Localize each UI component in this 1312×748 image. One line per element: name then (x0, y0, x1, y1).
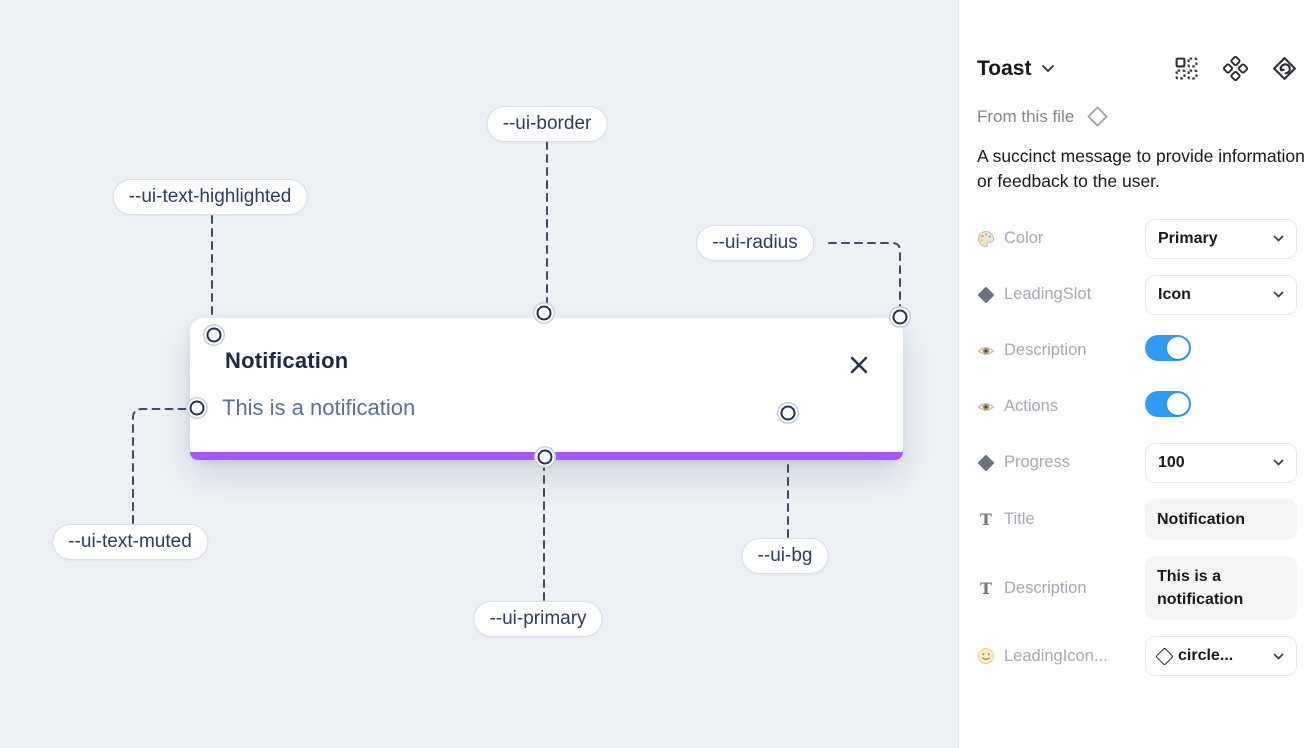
css-var-label-radius: --ui-radius (696, 225, 814, 261)
main-component-icon[interactable] (1272, 56, 1297, 81)
palette-icon (977, 230, 995, 248)
prop-label: LeadingIcon... (1004, 646, 1108, 665)
text-type-icon: T (980, 578, 992, 598)
actions-toggle[interactable] (1145, 391, 1191, 418)
icon-diamond-glyph (1155, 647, 1174, 666)
anchor-ring-border (536, 305, 552, 321)
chevron-down-icon (1273, 653, 1284, 660)
anchor-ring-text-muted (189, 400, 205, 416)
prop-label: Actions (1004, 397, 1059, 416)
toast-preview: Notification This is a notification (190, 318, 903, 460)
diamond-icon (977, 286, 995, 304)
component-description: A succinct message to provide informatio… (977, 146, 1305, 192)
text-type-icon: T (980, 509, 992, 529)
toast-title: Notification (225, 348, 349, 373)
css-var-label-text-highlighted: --ui-text-highlighted (112, 179, 308, 215)
color-select[interactable]: Primary (1145, 218, 1297, 259)
panel-header: Toast (977, 56, 1297, 81)
eye-icon (977, 342, 995, 360)
x-close-icon (850, 356, 868, 374)
source-label: From this file (977, 106, 1075, 126)
chevron-down-icon (1273, 291, 1284, 298)
prop-row-leadingicon: LeadingIcon... circle... (977, 636, 1297, 677)
prop-label: Description (1004, 341, 1087, 360)
leadingslot-select-value: Icon (1158, 285, 1191, 303)
anchor-ring-radius (892, 309, 908, 325)
css-var-label-text-muted: --ui-text-muted (52, 524, 208, 560)
smiley-icon (977, 647, 995, 665)
prop-label: Progress (1004, 453, 1071, 472)
design-canvas: --ui-text-highlighted --ui-border --ui-r… (52, 106, 908, 637)
chevron-down-icon (1273, 459, 1284, 466)
prop-label: Color (1004, 229, 1044, 248)
prop-row-description-toggle: Description (977, 331, 1297, 371)
properties-panel: Toast (958, 0, 1312, 748)
toast-description: This is a notification (222, 395, 416, 420)
property-list: Color Primary LeadingSlot Icon (977, 218, 1297, 677)
prop-label: Description (1004, 578, 1087, 597)
anchor-ring-bg (780, 405, 796, 421)
prop-row-description-text: T Description This is a notification (977, 555, 1297, 621)
prop-label: LeadingSlot (1004, 285, 1092, 304)
description-input[interactable]: This is a notification (1145, 555, 1297, 621)
anchor-ring-text-highlighted (206, 327, 222, 343)
eye-icon (977, 398, 995, 416)
prop-row-title: T Title Notification (977, 498, 1297, 540)
progress-select[interactable]: 100 (1145, 442, 1297, 483)
variants-icon[interactable] (1223, 56, 1248, 81)
toast-close-button[interactable] (848, 354, 870, 376)
title-input[interactable]: Notification (1145, 498, 1297, 540)
anchor-ring-primary (537, 449, 553, 465)
css-var-label-bg: --ui-bg (741, 538, 829, 574)
css-var-label-primary: --ui-primary (473, 601, 603, 637)
prop-row-actions-toggle: Actions (977, 387, 1297, 427)
prop-row-leadingslot: LeadingSlot Icon (977, 274, 1297, 315)
color-select-value: Primary (1158, 229, 1218, 247)
prop-row-progress: Progress 100 (977, 442, 1297, 483)
progress-select-value: 100 (1158, 453, 1185, 471)
prop-row-color: Color Primary (977, 218, 1297, 259)
leadingicon-select[interactable]: circle... (1145, 636, 1297, 677)
instance-grid-icon[interactable] (1174, 56, 1199, 81)
chevron-down-icon[interactable] (1041, 64, 1055, 73)
prop-label: Title (1004, 509, 1035, 528)
css-var-label-border: --ui-border (486, 106, 608, 142)
component-title: Toast (977, 56, 1032, 80)
component-diamond-icon (1087, 106, 1108, 127)
source-row: From this file (977, 105, 1297, 128)
description-toggle[interactable] (1145, 335, 1191, 362)
leadingicon-select-value: circle... (1178, 647, 1234, 665)
leadingslot-select[interactable]: Icon (1145, 274, 1297, 315)
chevron-down-icon (1273, 235, 1284, 242)
diamond-icon (977, 454, 995, 472)
